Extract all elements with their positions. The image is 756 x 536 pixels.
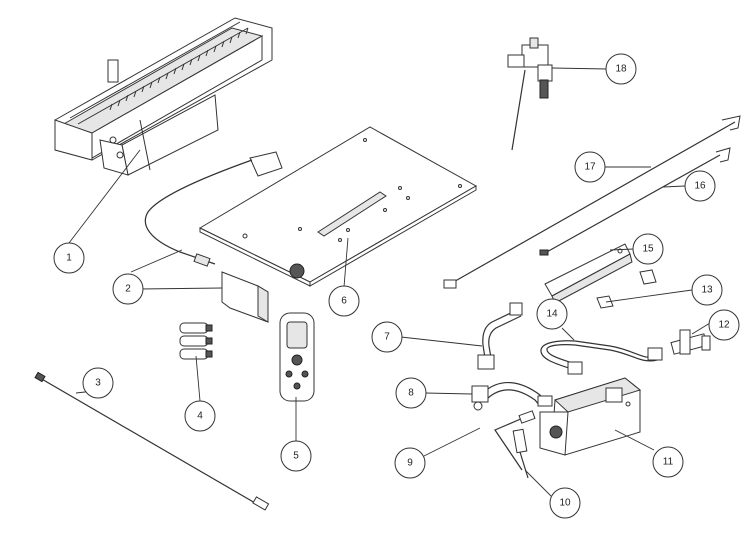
callout-4: 4	[184, 400, 216, 432]
callout-8: 8	[395, 377, 427, 409]
part-14-gas-tube	[540, 340, 663, 375]
callout-18-label: 18	[615, 64, 627, 75]
part-18-gas-valve	[507, 37, 553, 151]
part-8-pipe-connector	[471, 381, 553, 411]
callout-3: 3	[82, 367, 114, 399]
leader-lines	[68, 67, 711, 497]
part-9-bent-thermocouple	[494, 410, 536, 471]
callout-10: 10	[549, 487, 581, 519]
part-5-remote-control	[279, 312, 315, 402]
callout-14: 14	[536, 298, 568, 330]
part-10-pilot-nozzle	[512, 428, 529, 479]
callout-11-label: 11	[663, 457, 674, 468]
callout-9-label: 9	[407, 458, 413, 469]
callout-13: 13	[691, 274, 723, 306]
callout-7-label: 7	[384, 332, 390, 343]
callout-10-label: 10	[559, 498, 571, 509]
callout-16-label: 16	[694, 181, 706, 192]
part-11-control-module	[539, 377, 642, 456]
part-15-ignition-bar	[544, 243, 633, 304]
callout-5: 5	[280, 440, 312, 472]
part-7-elbow-pipe	[477, 302, 523, 370]
part-13-nozzles	[596, 269, 657, 309]
callout-2-label: 2	[125, 284, 131, 295]
callout-18: 18	[605, 53, 637, 85]
callout-8-label: 8	[408, 388, 414, 399]
callout-17: 17	[574, 151, 606, 183]
part-12-tee-fitting	[670, 329, 711, 355]
callout-1: 1	[53, 242, 85, 274]
callout-15: 15	[632, 233, 664, 265]
part-16-long-lead	[539, 147, 731, 256]
part-2-receiver-box	[144, 151, 283, 323]
part-6-base-plate	[198, 126, 478, 287]
callout-12-label: 12	[718, 320, 730, 331]
callout-2: 2	[112, 273, 144, 305]
callout-9: 9	[394, 447, 426, 479]
callout-1-label: 1	[66, 253, 72, 264]
callout-6: 6	[328, 285, 360, 317]
part-4-batteries	[179, 322, 213, 360]
callout-13-label: 13	[701, 285, 713, 296]
callout-4-label: 4	[197, 411, 203, 422]
part-1-burner-assembly	[54, 17, 273, 176]
callout-16: 16	[684, 170, 716, 202]
part-3-rod	[34, 371, 270, 511]
callout-5-label: 5	[293, 451, 299, 462]
callout-7: 7	[371, 321, 403, 353]
callout-12: 12	[708, 309, 740, 341]
callout-17-label: 17	[584, 162, 596, 173]
callout-3-label: 3	[95, 378, 101, 389]
callout-14-label: 14	[546, 309, 558, 320]
callout-15-label: 15	[642, 244, 654, 255]
callout-11: 11	[652, 446, 684, 478]
part-17-long-lead	[443, 115, 741, 289]
callout-6-label: 6	[341, 296, 347, 307]
